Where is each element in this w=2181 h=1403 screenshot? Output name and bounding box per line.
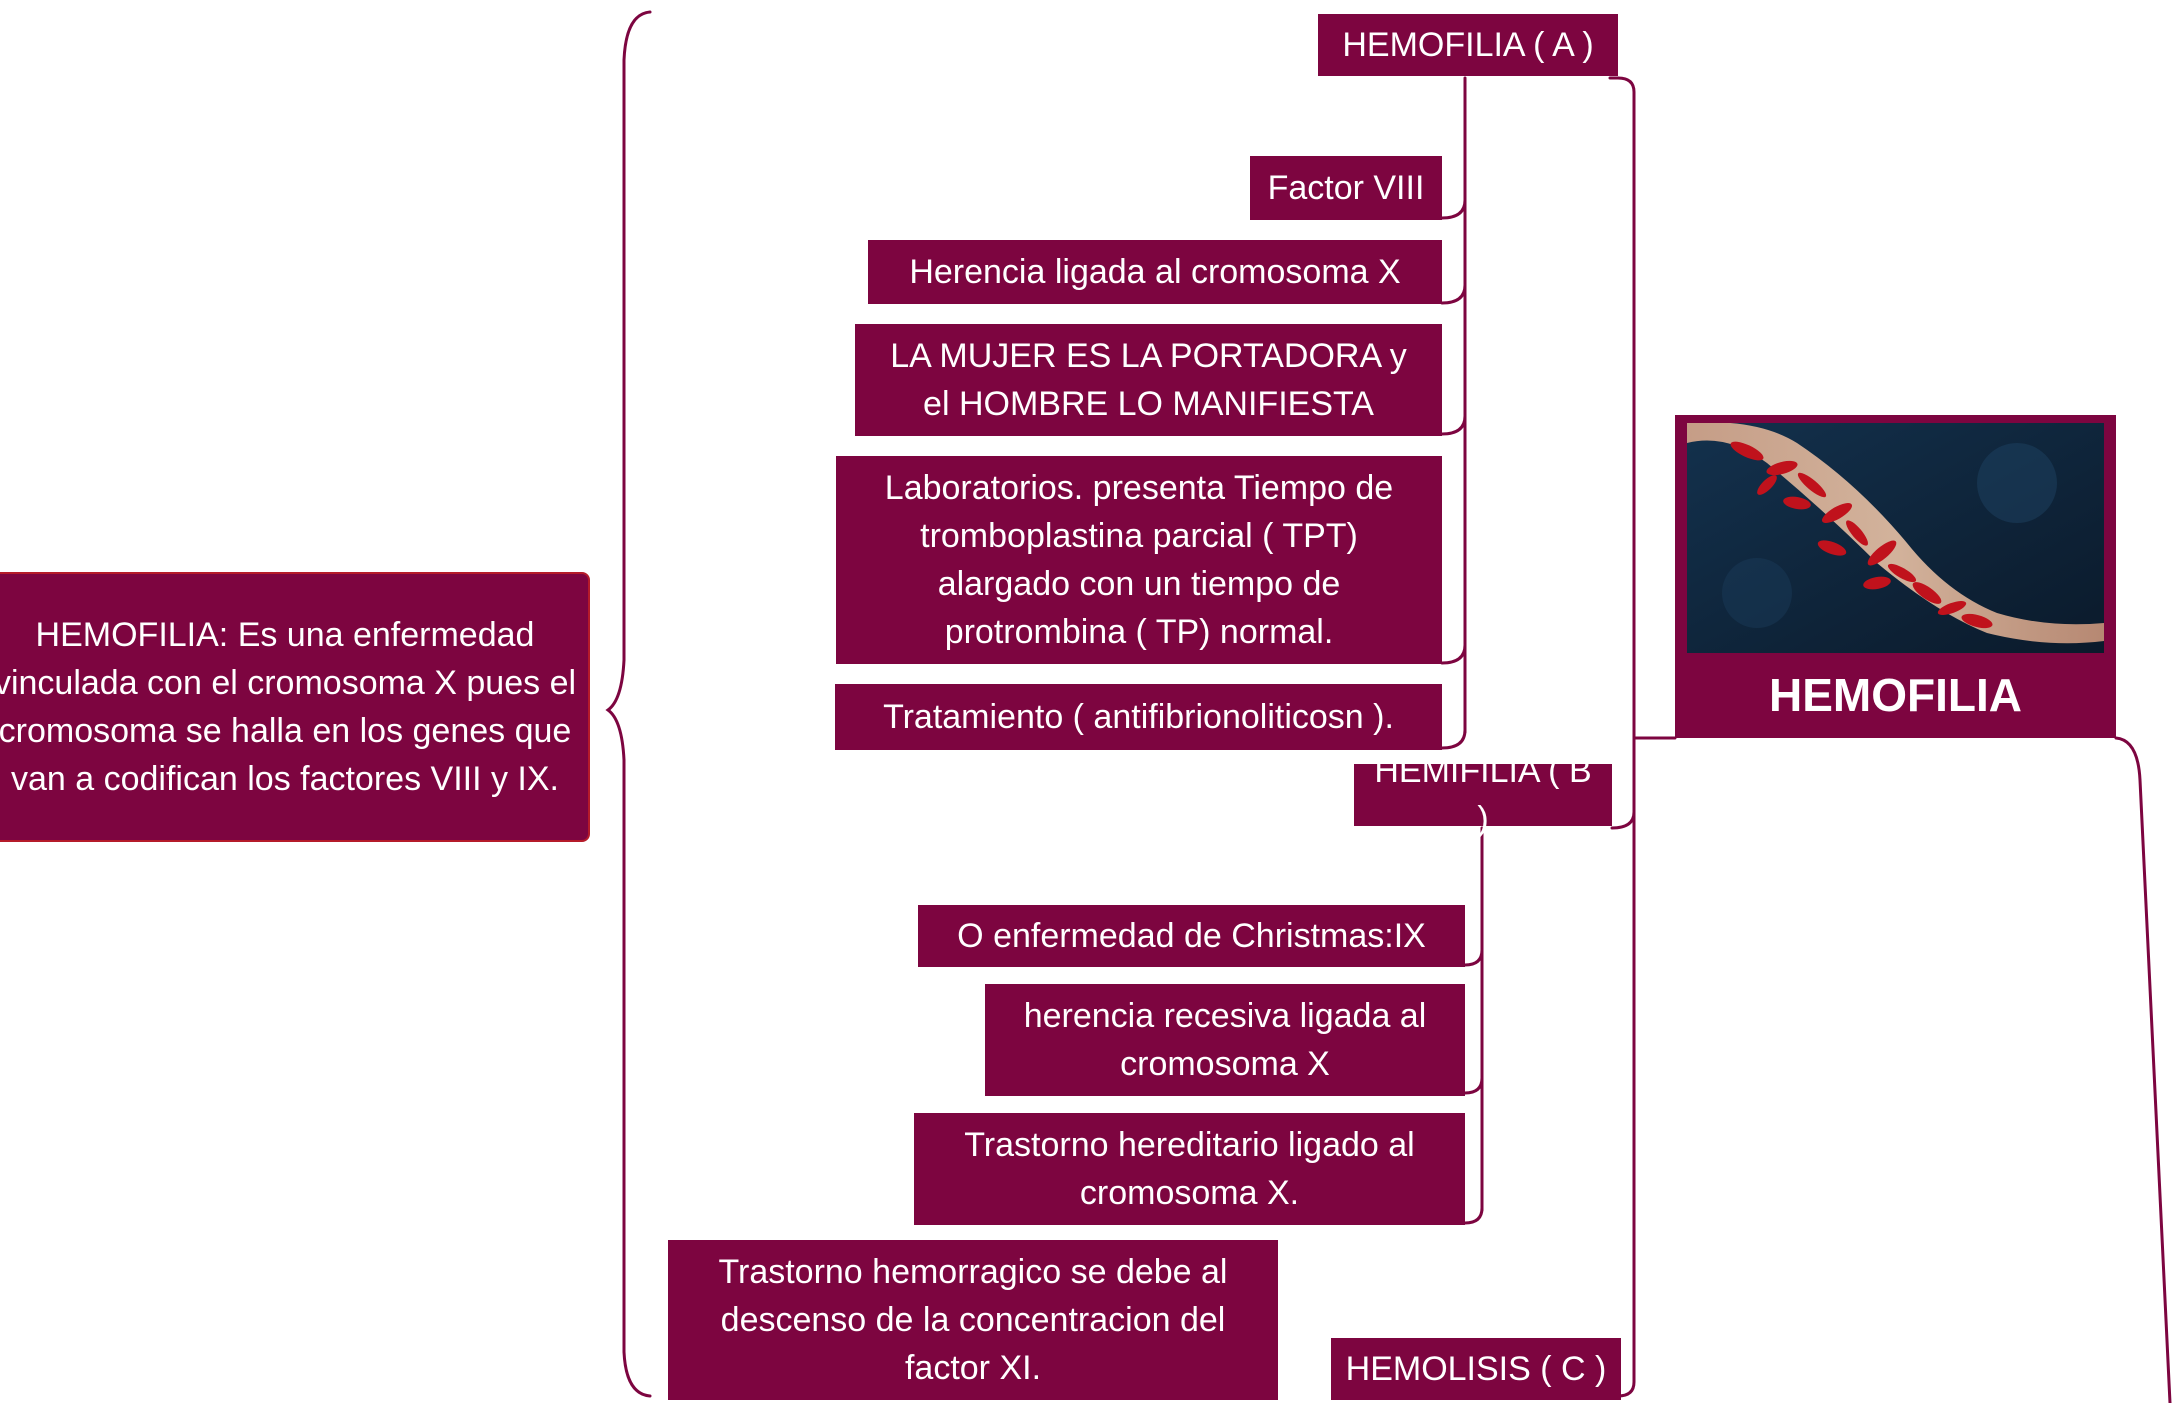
link-factor-viii <box>1440 198 1467 220</box>
central-title: HEMOFILIA <box>1769 669 2022 721</box>
item-christmas[interactable]: O enfermedad de Christmas:IX <box>918 905 1465 967</box>
item-herencia-ligada[interactable]: Herencia ligada al cromosoma X <box>868 240 1442 304</box>
branch-hemolisis-c[interactable]: HEMOLISIS ( C ) <box>1331 1338 1621 1400</box>
branch-b-tick <box>1610 810 1636 830</box>
link-trastorno-x <box>1463 1206 1484 1225</box>
item-tratamiento[interactable]: Tratamiento ( antifibrionoliticosn ). <box>835 684 1442 750</box>
link-laboratorios <box>1440 643 1467 665</box>
item-factor-viii[interactable]: Factor VIII <box>1250 156 1442 220</box>
definition-text: HEMOFILIA: Es una enfermedad vinculada c… <box>0 616 577 798</box>
blood-vessel-red-cells-image <box>1687 423 2104 653</box>
central-tail <box>2114 736 2172 1403</box>
item-trastorno-hereditario[interactable]: Trastorno hereditario ligado al cromosom… <box>914 1113 1465 1225</box>
link-recesiva <box>1463 1076 1484 1095</box>
brace <box>605 10 652 1398</box>
item-laboratorios[interactable]: Laboratorios. presenta Tiempo de trombop… <box>836 456 1442 664</box>
item-mujer-portadora[interactable]: LA MUJER ES LA PORTADORA y el HOMBRE LO … <box>855 324 1442 436</box>
item-herencia-recesiva[interactable]: herencia recesiva ligada al cromosoma X <box>985 984 1465 1096</box>
branch-hemofilia-a[interactable]: HEMOFILIA ( A ) <box>1318 14 1618 76</box>
definition-note[interactable]: HEMOFILIA: Es una enfermedad vinculada c… <box>0 572 590 842</box>
link-mujer <box>1440 414 1467 436</box>
main-spine <box>1616 76 1636 1398</box>
link-herencia <box>1440 283 1467 305</box>
item-trastorno-hemorragico[interactable]: Trastorno hemorragico se debe al descens… <box>668 1240 1278 1400</box>
link-tratamiento <box>1440 728 1467 750</box>
central-topic[interactable]: HEMOFILIA <box>1675 415 2116 738</box>
link-christmas <box>1463 948 1484 967</box>
branch-hemifilia-b[interactable]: HEMIFILIA ( B ) <box>1354 752 1612 838</box>
